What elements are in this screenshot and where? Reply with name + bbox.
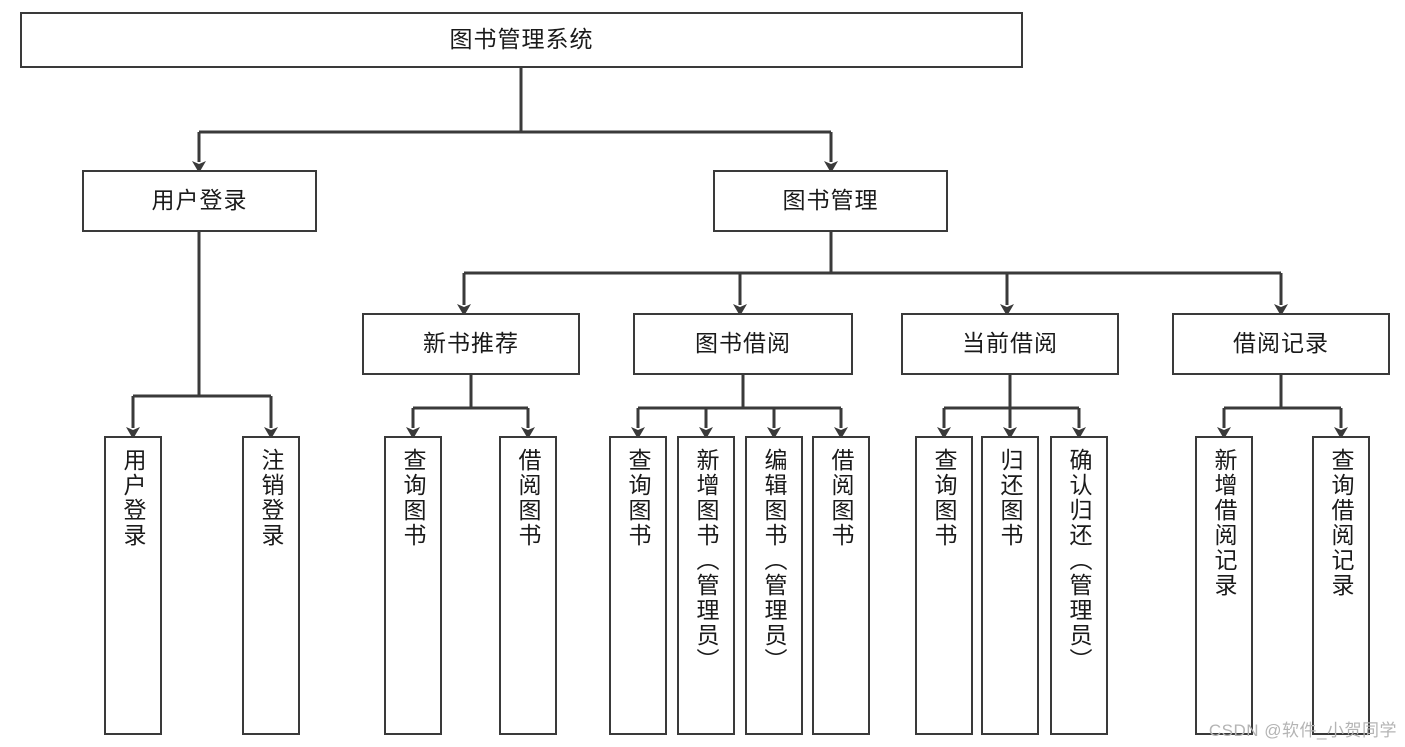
node-new-book-recommend-label: 新书推荐 — [423, 330, 519, 357]
leaf-user-login-logout[interactable]: 注销登录 — [242, 436, 300, 735]
leaf-label: 借阅图书 — [828, 448, 855, 548]
leaf-user-login-login[interactable]: 用户登录 — [104, 436, 162, 735]
leaf-borrow-borrow-book[interactable]: 借阅图书 — [812, 436, 870, 735]
leaf-label: 注销登录 — [258, 448, 285, 548]
leaf-borrow-query-book[interactable]: 查询图书 — [609, 436, 667, 735]
node-new-book-recommend[interactable]: 新书推荐 — [362, 313, 580, 375]
node-root-label: 图书管理系统 — [449, 26, 594, 53]
node-book-management-label: 图书管理 — [782, 187, 879, 214]
leaf-label: 查询图书 — [625, 448, 652, 548]
leaf-label: 查询图书 — [400, 448, 427, 548]
node-borrow-record[interactable]: 借阅记录 — [1172, 313, 1390, 375]
node-book-borrow-label: 图书借阅 — [695, 330, 791, 357]
leaf-current-confirm-return[interactable]: 确认归还（管理员） — [1050, 436, 1108, 735]
leaf-current-query-book[interactable]: 查询图书 — [915, 436, 973, 735]
node-borrow-record-label: 借阅记录 — [1233, 330, 1329, 357]
watermark: CSDN @软件_小贺同学 — [1208, 721, 1397, 740]
leaf-label: 确认归还（管理员） — [1066, 448, 1093, 673]
node-root[interactable]: 图书管理系统 — [20, 12, 1023, 68]
leaf-label: 新增借阅记录 — [1211, 448, 1238, 598]
node-current-borrow[interactable]: 当前借阅 — [901, 313, 1119, 375]
node-current-borrow-label: 当前借阅 — [962, 330, 1058, 357]
leaf-label: 新增图书（管理员） — [693, 448, 720, 673]
node-user-login-label: 用户登录 — [151, 187, 248, 214]
leaf-borrow-edit-book[interactable]: 编辑图书（管理员） — [745, 436, 803, 735]
leaf-current-return-book[interactable]: 归还图书 — [981, 436, 1039, 735]
leaf-new-book-borrow[interactable]: 借阅图书 — [499, 436, 557, 735]
node-book-borrow[interactable]: 图书借阅 — [633, 313, 853, 375]
leaf-label: 查询借阅记录 — [1328, 448, 1355, 598]
leaf-borrow-add-book[interactable]: 新增图书（管理员） — [677, 436, 735, 735]
node-book-management[interactable]: 图书管理 — [713, 170, 948, 232]
leaf-label: 归还图书 — [997, 448, 1024, 548]
leaf-label: 用户登录 — [120, 448, 147, 548]
leaf-record-query[interactable]: 查询借阅记录 — [1312, 436, 1370, 735]
leaf-label: 借阅图书 — [515, 448, 542, 548]
leaf-label: 编辑图书（管理员） — [761, 448, 788, 673]
leaf-label: 查询图书 — [931, 448, 958, 548]
leaf-record-add[interactable]: 新增借阅记录 — [1195, 436, 1253, 735]
leaf-new-book-query[interactable]: 查询图书 — [384, 436, 442, 735]
node-user-login[interactable]: 用户登录 — [82, 170, 317, 232]
